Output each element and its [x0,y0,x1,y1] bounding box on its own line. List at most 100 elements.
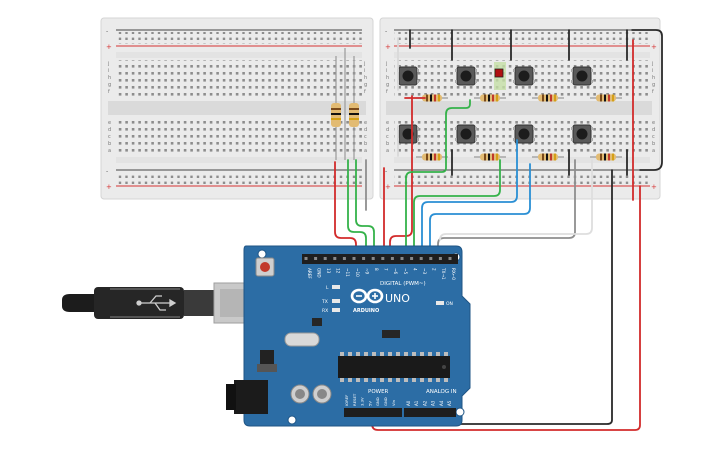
pin-label: ~3 [422,268,427,275]
header-pin[interactable] [429,257,433,260]
header-pin[interactable] [410,257,414,260]
row-letter: b [652,141,655,147]
row-letter: h [652,75,655,81]
rail-minus-label: - [106,28,108,35]
header-pin[interactable] [438,257,442,260]
wire-green [355,159,375,257]
rail-plus-label: + [651,43,657,51]
pin-label: ~6 [393,268,398,275]
resistor [532,94,564,102]
pin-label: AREF [307,268,312,279]
row-letter: c [108,134,111,140]
pin-label: 12 [336,268,341,274]
row-letter: d [386,127,389,133]
wire-black [631,29,663,171]
microcontroller-chip [338,352,450,382]
row-letter: c [652,134,655,140]
resistor [416,153,448,161]
push-button[interactable] [455,66,477,86]
pin-label: GND [383,397,388,406]
resistor-stack [331,48,359,160]
row-letter: c [386,134,389,140]
row-letter: d [108,127,111,133]
push-button[interactable] [397,124,419,144]
push-button[interactable] [455,124,477,144]
resistor [590,153,622,161]
header-pin[interactable] [448,257,452,260]
rail-minus-label: - [106,168,108,175]
wire-red [389,95,413,257]
arduino-brand: ARDUINO [353,308,379,314]
pin-label: IOREF [344,395,349,406]
row-letter: j [385,61,387,67]
wire-white [439,159,593,241]
row-letter: h [364,75,367,81]
resistor [590,94,622,102]
reset-button[interactable] [255,257,275,277]
header-pin[interactable] [304,257,308,260]
pin-label: A5 [447,400,452,406]
arduino-model: UNO [385,292,410,305]
push-button[interactable] [397,66,419,86]
header-pin[interactable] [371,257,375,260]
wire-red [334,161,357,257]
header-pin[interactable] [390,257,394,260]
led-label-l: L [326,285,329,291]
wire-green [405,99,471,257]
pin-label: Vin [391,399,396,406]
usb-icon [136,295,177,311]
push-button[interactable] [513,124,535,144]
header-pin[interactable] [314,257,318,260]
row-letter: g [386,82,389,88]
header-pin[interactable] [333,257,337,260]
rail-plus-label: + [106,43,112,51]
wire-green [347,159,367,257]
pin-label: RESET [352,393,357,406]
header-pin[interactable] [400,257,404,260]
push-button[interactable] [513,66,535,86]
row-letter: e [652,120,655,126]
wires [334,29,663,431]
pin-label: ~10 [355,268,360,277]
row-letter: f [108,89,110,95]
header-pin[interactable] [419,257,423,260]
header-pin[interactable] [323,257,327,260]
header-pin[interactable] [381,257,385,260]
row-letter: a [652,148,655,154]
row-letter: a [364,148,367,154]
row-letter: g [652,82,655,88]
rail-plus-label: + [385,43,391,51]
resistor [532,153,564,161]
push-button[interactable] [571,66,593,86]
wire-blue [421,139,518,257]
analog-label: ANALOG IN [426,389,457,395]
row-letter: d [652,127,655,133]
header-pin[interactable] [362,257,366,260]
pin-label: ~11 [345,268,350,277]
row-letter: e [108,120,111,126]
rail-minus-label: - [385,28,387,35]
push-button[interactable] [571,124,593,144]
pin-label: A2 [422,400,427,406]
pin-label: 7 [384,268,389,271]
row-letter: c [364,134,367,140]
power-label: POWER [368,389,389,395]
arduino-logo-icon [350,288,384,304]
row-letter: e [364,120,367,126]
row-letter: i [386,68,387,74]
pin-label: TX→1 [441,267,446,280]
row-letter: b [364,141,367,147]
header-pin[interactable] [352,257,356,260]
header-pin[interactable] [342,257,346,260]
pin-label: GND [316,268,321,278]
row-letter: f [386,89,388,95]
wire-blue [429,163,531,257]
row-letter: j [651,61,653,67]
row-letter: f [364,89,366,95]
